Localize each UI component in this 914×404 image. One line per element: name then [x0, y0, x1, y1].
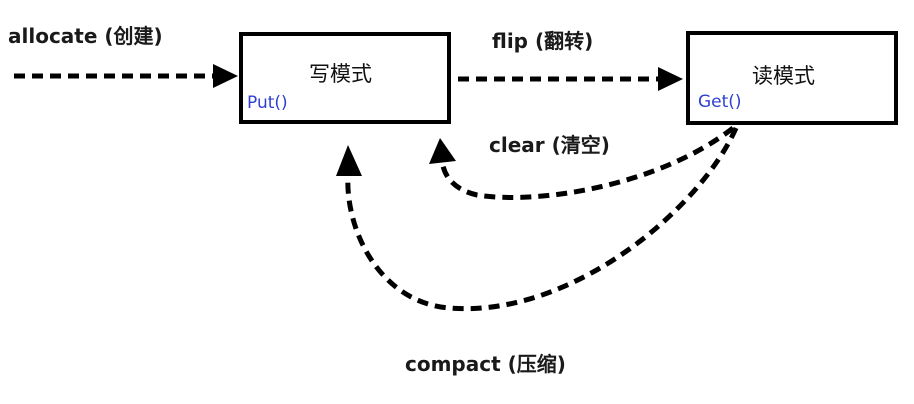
- flip-arrow: [458, 67, 683, 91]
- clear-label: clear (清空): [489, 133, 610, 157]
- read-mode-title: 读模式: [752, 64, 815, 88]
- flip-arrowhead: [658, 67, 683, 91]
- put-method-label: Put(): [247, 93, 288, 113]
- compact-arrow: [336, 126, 739, 312]
- allocate-arrowhead: [213, 64, 238, 88]
- compact-label: compact (压缩): [405, 352, 566, 376]
- get-method-label: Get(): [698, 92, 742, 112]
- clear-arrowhead: [429, 138, 456, 164]
- flip-label: flip (翻转): [492, 29, 594, 53]
- read-mode-node: 读模式 Get(): [686, 31, 898, 125]
- clear-arrow: [429, 126, 735, 200]
- allocate-label: allocate (创建): [8, 24, 163, 48]
- write-mode-node: 写模式 Put(): [239, 32, 451, 124]
- compact-arrowhead: [336, 145, 362, 176]
- write-mode-title: 写模式: [309, 62, 372, 86]
- allocate-arrow: [14, 64, 238, 88]
